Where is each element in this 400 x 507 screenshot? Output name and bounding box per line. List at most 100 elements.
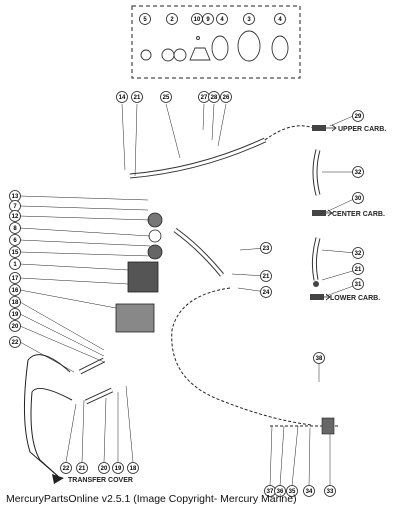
center-carb-label: CENTER CARB.: [332, 211, 385, 218]
kit-parts: [140, 30, 289, 62]
fuel-hose-core: [79, 358, 105, 374]
elbow-fitting: [310, 294, 324, 300]
callout-27: 27: [198, 91, 210, 103]
svg-text:2: 2: [170, 17, 174, 23]
carb-labels: UPPER CARB. CENTER CARB. LOWER CARB. TRA…: [68, 124, 386, 484]
fuel-hose: [129, 137, 267, 179]
callout-6: 6: [9, 234, 21, 246]
callouts-bottom-left: 22 21 20 19 18: [60, 462, 139, 474]
svg-text:4: 4: [278, 17, 282, 23]
svg-text:23: 23: [263, 246, 270, 252]
svg-text:34: 34: [306, 489, 313, 495]
callouts-right-column: 29 32 30 32 21 31: [352, 110, 364, 290]
callout-28: 28: [208, 91, 220, 103]
filter-cap: [147, 212, 163, 228]
gasket-ring: [148, 229, 162, 243]
callouts-kit-box: 5 2 10 9 4 3 4: [139, 13, 286, 25]
callout-24: 24: [260, 286, 272, 298]
callouts-bottom-right: 37 36 35 34 33: [264, 485, 336, 497]
fuel-hose-core: [174, 228, 224, 276]
svg-text:14: 14: [119, 95, 126, 101]
svg-text:25: 25: [163, 95, 170, 101]
svg-text:32: 32: [355, 251, 362, 257]
svg-text:20: 20: [12, 324, 19, 330]
callout-4: 4: [274, 13, 286, 25]
svg-text:33: 33: [327, 489, 334, 495]
kit-box: [131, 5, 301, 79]
svg-text:20: 20: [101, 466, 108, 472]
line-to-transfer-cover: [23, 354, 71, 479]
callout-14: 14: [116, 91, 128, 103]
clamp: [313, 281, 319, 287]
svg-text:37: 37: [267, 489, 274, 495]
callout-18: 18: [127, 462, 139, 474]
callout-29: 29: [352, 110, 364, 122]
callout-19: 19: [9, 308, 21, 320]
callout-22: 22: [9, 336, 21, 348]
gasket: [211, 35, 229, 61]
fittings-right: [310, 125, 326, 300]
fuel-hose-core: [313, 149, 320, 196]
diaphragm-plate: [237, 30, 261, 62]
copyright-footer: MercuryPartsOnline v2.5.1 (Image Copyrig…: [6, 493, 297, 505]
bowl: [147, 244, 163, 260]
callout-18: 18: [9, 296, 21, 308]
arrow-upper-carb: [326, 124, 337, 132]
callout-33: 33: [324, 485, 336, 497]
callout-20: 20: [9, 320, 21, 332]
svg-text:9: 9: [206, 17, 210, 23]
fuel-pump: [115, 212, 163, 333]
filter-element: [173, 48, 187, 62]
svg-text:21: 21: [263, 274, 270, 280]
fuel-hose-core: [129, 138, 266, 178]
callout-21: 21: [352, 263, 364, 275]
callout-35: 35: [286, 485, 298, 497]
svg-text:6: 6: [13, 238, 17, 244]
arrow-lower-carb: [324, 293, 331, 301]
bottom-fitting: [321, 417, 335, 435]
filter-element: [161, 48, 175, 62]
callout-13: 13: [9, 190, 21, 202]
callouts-middle: 23 21 24 38: [260, 242, 325, 364]
callout-10: 10: [191, 13, 203, 25]
hose-route-dashed: [171, 287, 313, 426]
callout-32: 32: [352, 166, 364, 178]
leader-lines: [19, 103, 357, 487]
tee-fitting: [312, 125, 326, 131]
tee-fitting: [312, 210, 326, 216]
svg-text:36: 36: [277, 489, 284, 495]
callouts-top-row: 14 21 25 27 28 26: [116, 91, 232, 103]
o-ring: [140, 49, 152, 61]
svg-text:10: 10: [194, 17, 201, 23]
svg-text:4: 4: [220, 17, 224, 23]
callout-31: 31: [352, 278, 364, 290]
callout-23: 23: [260, 242, 272, 254]
arrow-transfer-cover: [52, 474, 64, 484]
svg-text:12: 12: [12, 214, 19, 220]
svg-text:35: 35: [289, 489, 296, 495]
svg-text:8: 8: [13, 226, 17, 232]
svg-text:7: 7: [13, 204, 17, 210]
svg-text:22: 22: [63, 466, 70, 472]
callout-21: 21: [260, 270, 272, 282]
callout-1: 1: [9, 258, 21, 270]
callout-12: 12: [9, 210, 21, 222]
callout-22: 22: [60, 462, 72, 474]
callout-25: 25: [160, 91, 172, 103]
callout-5: 5: [139, 13, 151, 25]
callout-32: 32: [352, 247, 364, 259]
callout-19: 19: [112, 462, 124, 474]
gasket: [271, 35, 289, 61]
callout-3: 3: [243, 13, 255, 25]
svg-text:31: 31: [355, 282, 362, 288]
svg-text:27: 27: [201, 95, 208, 101]
callout-38: 38: [313, 352, 325, 364]
callout-2: 2: [166, 13, 178, 25]
hose-route-dashed: [264, 125, 319, 141]
svg-text:5: 5: [143, 17, 147, 23]
svg-text:28: 28: [211, 95, 218, 101]
svg-text:18: 18: [12, 300, 19, 306]
svg-text:21: 21: [134, 95, 141, 101]
svg-text:19: 19: [115, 466, 122, 472]
callout-7: 7: [9, 200, 21, 212]
